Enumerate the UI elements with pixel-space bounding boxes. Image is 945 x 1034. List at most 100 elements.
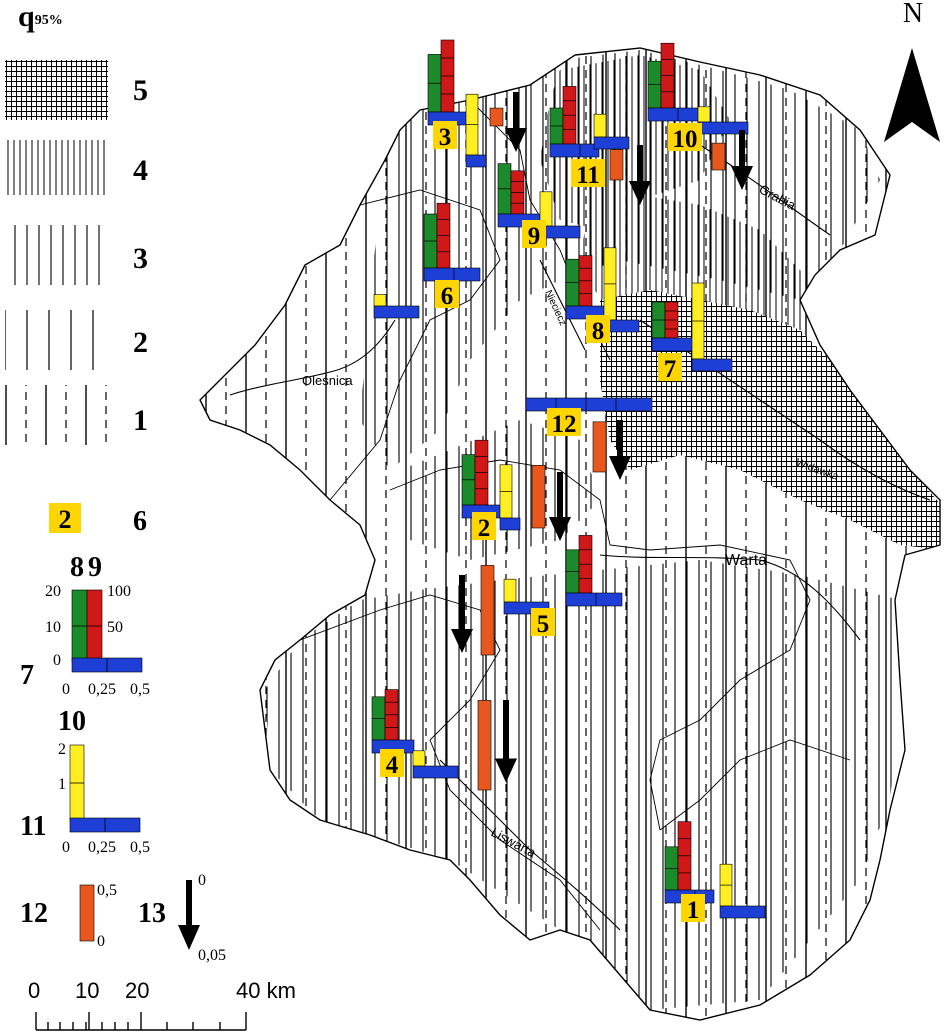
legend-red-tick-100: 100: [107, 583, 131, 600]
legend-swatch-zone-5: [5, 60, 108, 120]
station-6-blue-bar-2: [373, 305, 420, 319]
legend-yellow-tick-2: 2: [58, 741, 66, 758]
legend-label-blue-2: 11: [20, 811, 46, 842]
legend-arrow-bottom: 0,05: [198, 947, 226, 964]
station-10-label: 10: [673, 126, 698, 153]
station-1-label: 1: [687, 897, 700, 924]
zone-5-area: [600, 290, 940, 550]
station-3-blue-bar-2: [465, 154, 487, 168]
legend-swatch-zone-3: [5, 225, 108, 285]
legend-label-red: 9: [88, 552, 102, 583]
station-10-orange-bar: [711, 142, 726, 171]
station-11-badge: [571, 159, 605, 187]
station-4-arrow-icon: [495, 700, 517, 783]
station-5-arrow-icon: [451, 575, 473, 653]
basin: [199, 47, 941, 1021]
north-label: N: [903, 0, 923, 29]
legend-blue-tick-0: 0: [62, 681, 70, 698]
north-arrow: N: [884, 0, 940, 142]
station-1-blue-bar-2: [719, 905, 766, 919]
station-5-yellow-bar: [503, 578, 517, 603]
legend-label-zone-4: 4: [133, 154, 148, 187]
station-6-yellow-bar: [373, 294, 387, 307]
station-8-label: 8: [592, 318, 605, 345]
station-11-yellow-bar: [593, 113, 607, 138]
river-label-olesnica: Oleśnica: [302, 373, 353, 388]
station-10-yellow-bar: [697, 106, 711, 123]
legend-blue-tick-05: 0,5: [130, 681, 150, 698]
legend-label-blue: 7: [20, 660, 34, 691]
station-11-blue-bar: [549, 143, 600, 158]
station-3-label: 3: [439, 124, 452, 151]
station-12-orange-bar: [592, 421, 607, 473]
zone-3-south: [265, 560, 900, 1010]
legend-label-zone-3: 3: [133, 242, 148, 275]
station-11-orange-bar: [609, 149, 624, 181]
legend-label-orange: 12: [20, 898, 48, 929]
legend-green-tick-10: 10: [45, 619, 61, 636]
legend-swatch-zone-4: [5, 140, 108, 195]
legend-blue2-tick-025: 0,25: [88, 839, 116, 856]
station-2-badge: [472, 512, 496, 540]
station-10-arrow-icon: [731, 130, 753, 190]
station-2-label: 2: [478, 515, 491, 542]
legend: q95% 5 4 3 2 1 2 6 8 9 20 10 0 100 50: [5, 0, 226, 964]
legend-swatch-zone-1: [5, 385, 108, 445]
station-7-blue-bar-2: [691, 358, 733, 372]
legend-red-tick-50: 50: [107, 619, 123, 636]
station-6-badge: [435, 280, 459, 308]
station-4-orange-bar: [477, 700, 492, 791]
legend-yellow-tick-1: 1: [58, 776, 66, 793]
legend-label-green: 8: [70, 552, 84, 583]
legend-arrow-icon: [178, 880, 200, 950]
station-11-label: 11: [576, 162, 600, 189]
station-10-blue-bar: [647, 107, 705, 122]
station-12-arrow-icon: [609, 420, 631, 480]
station-1-badge: [681, 894, 705, 922]
scale-tick-20: 20: [125, 978, 149, 1003]
legend-station-badge: [49, 503, 81, 533]
legend-label-arrow: 13: [138, 898, 166, 929]
station-2-arrow-icon: [549, 472, 571, 541]
legend-yellow-bar: [69, 744, 85, 821]
station-7-label: 7: [664, 356, 677, 383]
station-8-badge: [586, 315, 610, 343]
legend-station-badge-text: 2: [59, 505, 72, 534]
legend-blue2-tick-0: 0: [62, 839, 70, 856]
legend-label-station: 6: [133, 506, 147, 537]
station-11-arrow-icon: [629, 145, 651, 205]
legend-green-tick-20: 20: [45, 583, 61, 600]
station-9-badge: [522, 220, 546, 248]
legend-label-zone-1: 1: [133, 404, 148, 437]
station-11-blue-bar-2: [593, 136, 630, 150]
station-5-label: 5: [537, 611, 550, 638]
station-2-orange-bar: [531, 464, 546, 529]
station-5-orange-bar: [480, 565, 495, 656]
legend-label-zone-5: 5: [133, 74, 148, 107]
station-12-label: 12: [552, 411, 577, 438]
station-4-label: 4: [386, 752, 399, 779]
station-7-blue-bar: [651, 337, 695, 352]
station-3-orange-bar: [489, 107, 504, 127]
scale-tick-10: 10: [75, 978, 99, 1003]
station-7-badge: [658, 353, 682, 381]
station-5-badge: [531, 608, 555, 636]
station-4-badge: [380, 749, 404, 777]
station-4-blue-bar-2: [412, 765, 459, 779]
legend-label-yellow: 10: [58, 706, 86, 737]
station-9-label: 9: [528, 223, 541, 250]
scale-tick-40: 40 km: [236, 978, 296, 1003]
legend-blue2-tick-05: 0,5: [130, 839, 150, 856]
station-2-blue-bar-2: [499, 517, 521, 531]
north-arrow-icon: [884, 48, 940, 142]
scale-bar: 0 10 20 40 km: [28, 978, 296, 1031]
station-4-yellow-bar: [412, 750, 426, 767]
legend-orange-bottom: 0: [97, 933, 105, 950]
legend-title: q95%: [18, 0, 63, 33]
station-10-badge: [668, 123, 702, 151]
station-3-arrow-icon: [505, 92, 527, 152]
legend-blue-tick-025: 0,25: [88, 681, 116, 698]
station-3-badge: [433, 121, 457, 149]
station-6-blue-bar: [423, 267, 481, 282]
